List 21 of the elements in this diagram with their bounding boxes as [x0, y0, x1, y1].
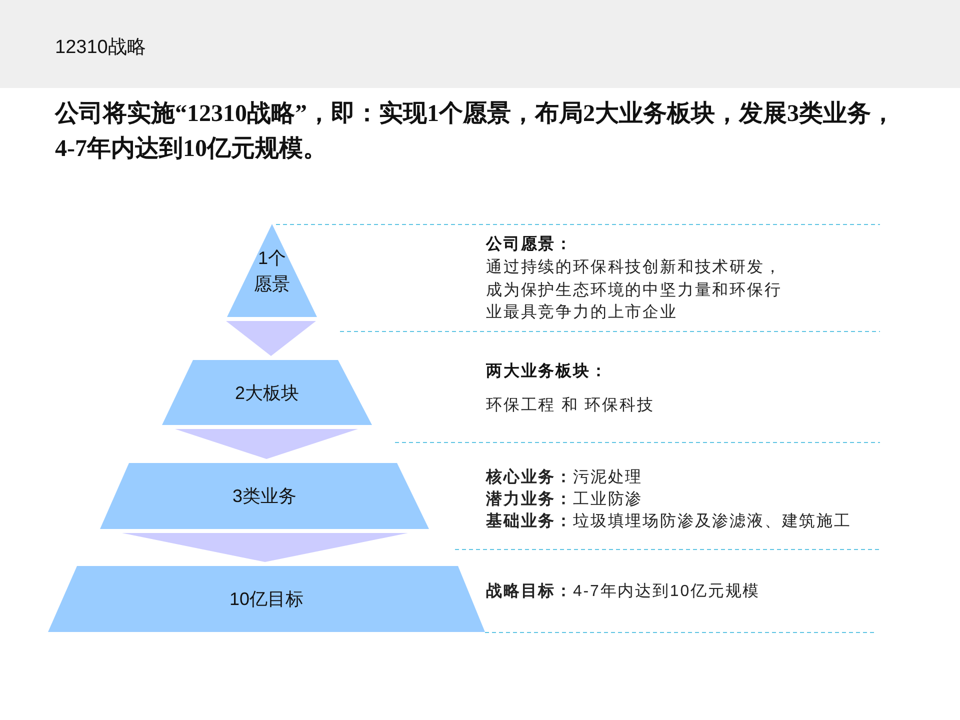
- section-heading: 公司愿景：: [486, 234, 573, 255]
- arrow: [122, 533, 408, 562]
- pyramid-tier: [48, 566, 485, 632]
- pyramid-tier: [227, 224, 317, 317]
- description-text: 核心业务：污泥处理: [486, 467, 643, 488]
- arrow: [226, 321, 316, 356]
- tier-label: 1个愿景: [252, 246, 291, 296]
- description-text: 环保工程 和 环保科技: [486, 396, 654, 416]
- tier-label: 3类业务: [232, 485, 296, 508]
- pyramid-tier: [100, 463, 429, 529]
- intro-text: 公司将实施“12310战略”，即：实现1个愿景，布局2大业务板块，发展3类业务，4-7年内达到10亿元规模。: [55, 99, 896, 164]
- arrow: [175, 429, 358, 459]
- section-heading: 两大业务板块：: [486, 362, 608, 382]
- description-text: 基础业务：垃圾填埋场防渗及渗滤液、建筑施工: [486, 512, 852, 532]
- pyramid-tier: [162, 360, 372, 425]
- tier-label: 10亿目标: [229, 588, 304, 611]
- description-text: 潜力业务：工业防渗: [486, 490, 643, 510]
- description-text: 战略目标：4-7年内达到10亿元规模: [486, 582, 760, 602]
- page-title: 12310战略: [55, 36, 146, 60]
- description-text: 通过持续的环保科技创新和技术研发，成为保护生态环境的中坚力量和环保行业最具竞争力的上市企业: [486, 258, 783, 323]
- tier-label: 2大板块: [234, 382, 299, 404]
